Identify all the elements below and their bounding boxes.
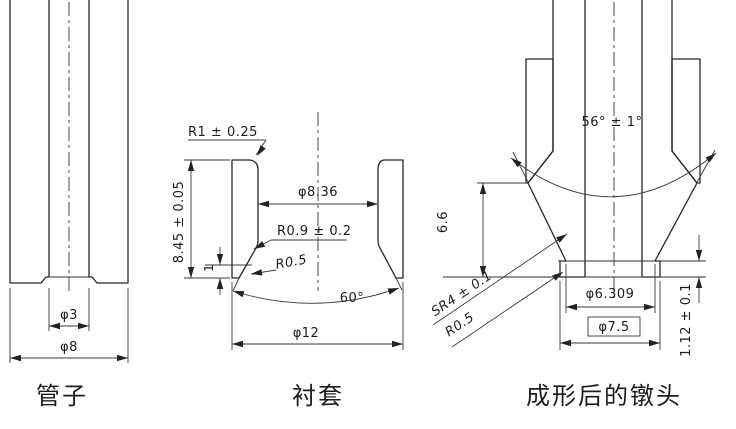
bushing-land-label: 1 (202, 264, 216, 272)
head-tube-right-section (641, 0, 698, 278)
bushing-corner-radius-label: R1 ± 0.25 (188, 125, 258, 140)
bushing-small-radius-label: R0.5 (274, 252, 308, 272)
tube-left-wall-section (9, 0, 50, 284)
head-tube-left-section (527, 0, 586, 278)
bushing-dim-lines (184, 139, 404, 350)
head-land-height-label: 1.12 ± 0.1 (679, 283, 694, 357)
tube-outer-dim-label: φ8 (60, 340, 78, 355)
head-height-label: 6.6 (436, 211, 451, 233)
bushing-right-wall-section (377, 159, 404, 279)
head-sphere-radius-label: SR4 ± 0.1 (429, 268, 495, 320)
head-cone-dia-label: φ6.309 (586, 287, 635, 302)
bushing-figure: R1 ± 0.25 8.45 ± 0.05 1 φ8.36 R0.9 ± 0.2… (172, 112, 404, 410)
tube-right-wall-section (88, 0, 129, 284)
bushing-left-wall-section (231, 159, 259, 279)
bushing-caption: 衬套 (292, 382, 344, 410)
head-bushing-left-section (525, 58, 554, 184)
tube-bore-dim-label: φ3 (60, 308, 78, 323)
head-land-dia-label: φ7.5 (598, 320, 629, 335)
tube-figure: φ3 φ8 管子 (9, 0, 129, 410)
bushing-fillet-label: R0.9 ± 0.2 (277, 224, 352, 239)
head-dim-lines (432, 149, 717, 350)
head-bushing-right-section (671, 58, 701, 184)
bushing-outer-dim-label: φ12 (293, 326, 320, 341)
bushing-height-label: 8.45 ± 0.05 (172, 181, 187, 264)
head-land-dia-box (587, 316, 641, 337)
formed-head-figure: 56° ± 1° 6.6 SR4 ± 0.1 R0.5 φ6.309 φ7.5 … (429, 0, 719, 410)
head-cone-angle-label: 56° ± 1° (582, 115, 643, 130)
bushing-cone-angle-label: 60° (340, 291, 365, 306)
tube-caption: 管子 (36, 382, 88, 410)
bushing-bore-dim-label: φ8.36 (298, 185, 338, 200)
head-caption: 成形后的镦头 (526, 382, 682, 410)
